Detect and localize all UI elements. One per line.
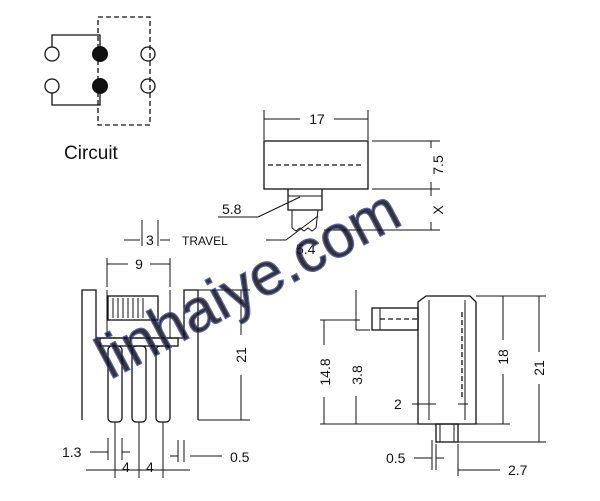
dim-pitch-left: 4 xyxy=(122,459,130,475)
terminal-open-br xyxy=(140,78,156,94)
dim-offset: 2.7 xyxy=(508,462,528,478)
side-view: 3.8 14.8 2 0.5 2.7 18 21 xyxy=(317,290,547,478)
dim-body-height: 14.8 xyxy=(317,358,333,385)
dim-pin-width: 1.3 xyxy=(62,444,82,460)
travel-value: 3 xyxy=(146,232,154,248)
travel-label: TRAVEL xyxy=(182,234,228,248)
terminal-open-bl xyxy=(44,78,60,94)
terminal-open-tr xyxy=(140,46,156,62)
circuit-schematic: Circuit xyxy=(44,16,156,164)
dim-lever-width: 5.8 xyxy=(222,201,242,217)
dim-height-18: 18 xyxy=(495,349,511,365)
dim-front-height: 21 xyxy=(233,347,249,363)
dim-top-width: 17 xyxy=(309,111,325,127)
terminal-common-bottom xyxy=(92,78,108,94)
dim-front-frame-width: 9 xyxy=(135,256,143,272)
dim-lever-height: 3.8 xyxy=(349,365,365,385)
slide-knob xyxy=(112,298,144,318)
front-view: 9 21 1.3 xyxy=(62,256,250,478)
dim-top-x: X xyxy=(430,205,446,215)
dim-lever-offset: 5.4 xyxy=(296,241,316,257)
dim-lead-thickness: 0.5 xyxy=(386,450,406,466)
circuit-label: Circuit xyxy=(64,143,119,164)
dim-pin-thickness: 0.5 xyxy=(230,449,250,465)
dim-lead-width: 2 xyxy=(394,396,402,412)
travel-dimension: 3 TRAVEL xyxy=(124,220,228,248)
dim-top-height: 7.5 xyxy=(430,155,446,175)
dim-pitch-right: 4 xyxy=(146,459,154,475)
top-view: 17 7.5 X 5.8 5.4 xyxy=(218,110,446,257)
terminal-common-top xyxy=(92,46,108,62)
terminal-open-tl xyxy=(44,46,60,62)
dim-height-21: 21 xyxy=(531,360,547,376)
